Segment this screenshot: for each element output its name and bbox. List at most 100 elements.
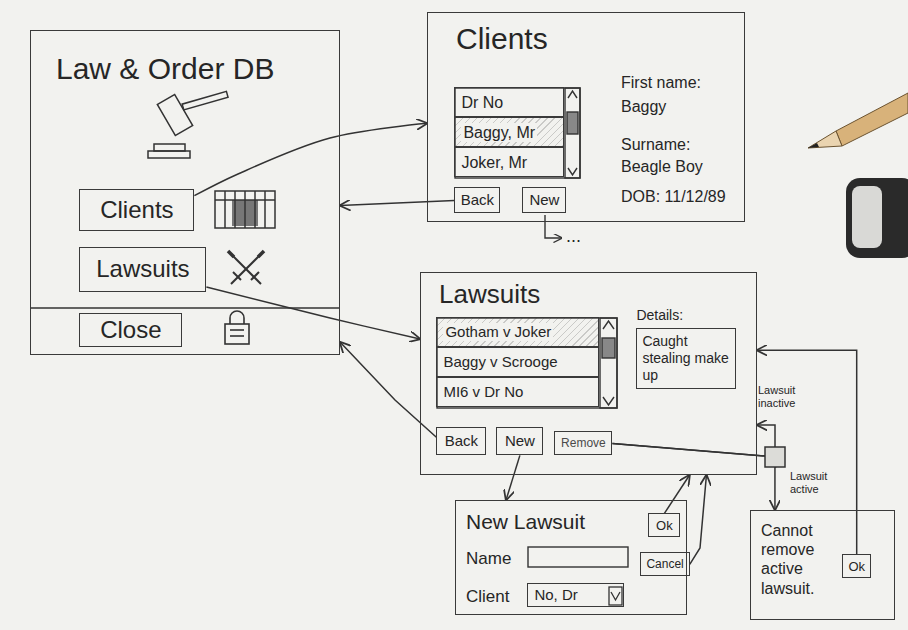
gavel-icon (148, 91, 228, 158)
button-label: New (529, 191, 559, 209)
row-text: No, Dr (534, 586, 577, 604)
button: Cancel (640, 552, 689, 576)
lawsuits-list (602, 338, 615, 358)
jail-icon (244, 191, 246, 228)
eraser-photo (846, 178, 908, 258)
list-row: Baggy v Scrooge (436, 347, 599, 377)
swords-icon (231, 254, 261, 284)
lawsuits-list (603, 397, 614, 405)
list-row: MI6 v Dr No (436, 377, 599, 407)
gavel-icon (154, 144, 185, 151)
transition-label: Lawsuit active (790, 470, 842, 495)
button-label: Back (461, 191, 494, 209)
clients-list (455, 88, 580, 178)
swords-icon (231, 254, 261, 284)
row-text: Joker, Mr (461, 153, 527, 172)
flow-arrow (340, 200, 454, 205)
menu-button: Close (79, 313, 182, 347)
field-text: Surname: (621, 135, 690, 154)
button-label: Clients (100, 196, 173, 225)
jail-icon (234, 191, 236, 228)
name-field (528, 547, 628, 567)
flow-arrow (612, 425, 775, 456)
list-row: Dr No (454, 87, 564, 117)
clients-list (568, 91, 577, 98)
button: Back (436, 427, 486, 455)
window-title: Clients (456, 21, 548, 57)
details-heading: Details: (636, 307, 736, 324)
button-label: New (505, 432, 535, 450)
field-text: Beagle Boy (621, 157, 703, 176)
clients-list (455, 88, 580, 178)
window-title: New Lawsuit (466, 509, 585, 534)
lawsuits-list (603, 321, 614, 329)
swords-icon (228, 251, 234, 257)
flow-arrow (506, 455, 520, 500)
field-text: Baggy (621, 97, 666, 116)
row-text: Gotham v Joker (443, 323, 553, 341)
app-window: Law & Order DB ClientsLawsuitsClose (30, 30, 340, 355)
list-row: Baggy, Mr (454, 117, 564, 147)
padlock-icon (230, 335, 244, 337)
flow-arrow (690, 475, 707, 564)
button: New (522, 187, 566, 213)
clients-list (568, 168, 577, 175)
pencil-photo (808, 131, 842, 148)
field-text: First name: (621, 73, 701, 92)
padlock-icon (225, 324, 249, 344)
jail-icon (215, 191, 275, 228)
clients-list (567, 112, 578, 134)
row-text: Baggy, Mr (461, 123, 537, 142)
row-text: Dr No (461, 93, 503, 112)
lawsuits-list (437, 318, 617, 408)
swords-icon (233, 272, 241, 280)
dropdown-arrow (611, 592, 620, 600)
button-label: Ok (656, 518, 673, 534)
eraser-photo (852, 186, 882, 248)
button-label: Ok (848, 559, 865, 575)
dialog-window: New LawsuitNameClient OkCancelNo, Dr (455, 500, 687, 615)
button-label: Cancel (646, 557, 683, 571)
swords-icon (251, 272, 259, 280)
menu-button: Clients (79, 189, 194, 231)
window-title: Lawsuits (439, 279, 540, 310)
field-text: Client (466, 587, 509, 607)
window-divider (30, 307, 340, 309)
button-label: Remove (561, 436, 606, 450)
transition-label: Lawsuit inactive (758, 384, 810, 409)
pencil-photo (808, 143, 819, 148)
jail-icon (254, 191, 256, 228)
list-row: Joker, Mr (454, 147, 564, 177)
field-text: DOB: 11/12/89 (621, 187, 726, 206)
message-dialog: Cannot remove active lawsuit.Ok (750, 510, 895, 620)
row-text: MI6 v Dr No (443, 383, 523, 401)
padlock-icon (230, 311, 244, 324)
menu-button: Lawsuits (79, 247, 206, 292)
button: Remove (554, 431, 612, 455)
gavel-icon (148, 151, 190, 158)
button: Ok (842, 554, 871, 578)
details-box: Details:Caught stealing make up (636, 307, 736, 388)
pencil-photo (808, 93, 908, 148)
jail-icon (215, 191, 275, 228)
padlock-icon (225, 311, 249, 344)
jail-icon (215, 199, 275, 201)
clients-window: ClientsFirst name: BaggySurname: Beagle Bo… (427, 12, 745, 222)
field-text: Name (466, 549, 511, 569)
flow-arrow (194, 123, 427, 195)
flow-arrow (340, 342, 436, 437)
ellipsis-note: ... (566, 226, 581, 247)
button-label: Close (100, 316, 161, 345)
list-row: Gotham v Joker (436, 317, 599, 347)
lawsuits-window: LawsuitsGotham v JokerBaggy v ScroogeMI6… (420, 272, 757, 475)
button: Back (454, 187, 500, 213)
dropdown: No, Dr (527, 583, 624, 607)
lawsuits-list (600, 318, 617, 408)
flow-arrow (206, 287, 420, 339)
eraser-photo (846, 178, 908, 258)
button-label: Lawsuits (96, 255, 189, 284)
lawsuits-list (437, 318, 617, 408)
window-title: Law & Order DB (56, 51, 274, 87)
button: Ok (648, 513, 680, 537)
